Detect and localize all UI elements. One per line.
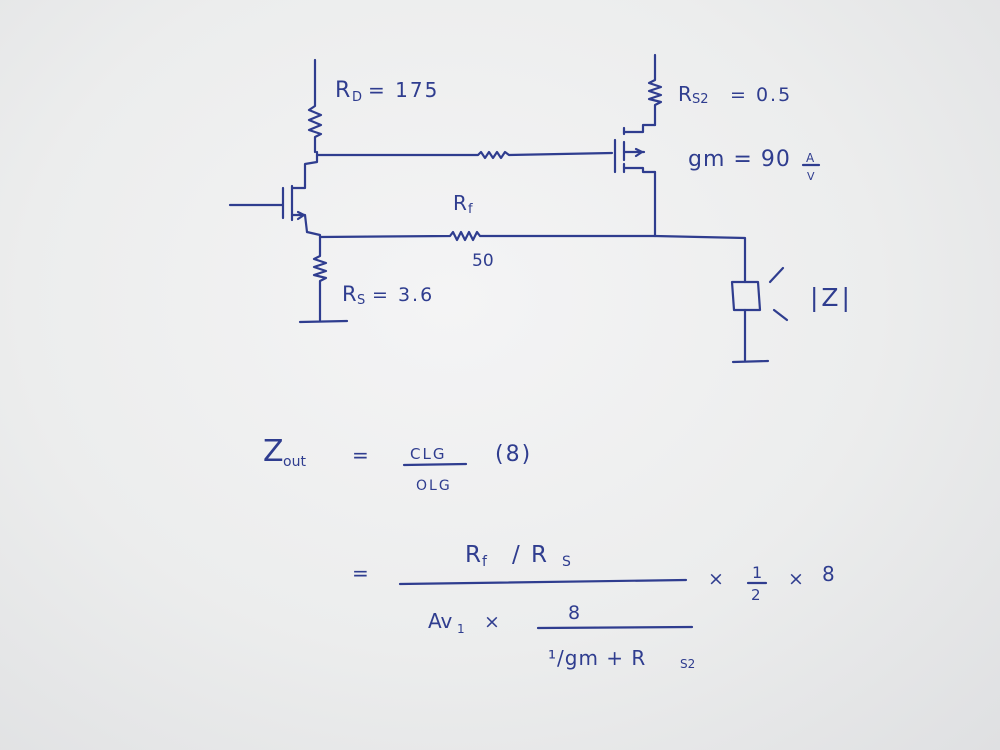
svg-text:2: 2: [751, 586, 761, 604]
svg-text:S: S: [562, 554, 571, 570]
svg-text:Av: Av: [428, 609, 453, 633]
svg-text:8: 8: [822, 562, 835, 586]
svg-text:R: R: [465, 542, 481, 568]
svg-text:V: V: [807, 170, 815, 183]
svg-text:CLG: CLG: [410, 445, 446, 463]
rf-label: R f 50: [453, 191, 494, 271]
svg-text:A: A: [806, 151, 815, 165]
svg-text:×: ×: [484, 611, 500, 633]
svg-text:1: 1: [457, 622, 465, 636]
svg-text:=: =: [352, 443, 369, 467]
svg-text:gm = 90: gm = 90: [688, 147, 791, 172]
svg-text:D: D: [352, 90, 362, 105]
svg-text:=: =: [352, 561, 369, 585]
svg-text:/ R: / R: [512, 542, 549, 568]
svg-text:R: R: [453, 191, 467, 215]
rs-label: R S = 3.6: [342, 282, 434, 308]
equation-zout: Z out = CLG OLG (8): [263, 434, 532, 494]
svg-text:(8): (8): [495, 442, 532, 467]
svg-text:8: 8: [568, 602, 580, 624]
source-node-wire: [305, 230, 322, 254]
svg-text:OLG: OLG: [416, 478, 452, 494]
rs-resistor: [298, 250, 349, 324]
svg-text:S2: S2: [692, 92, 709, 107]
rs2-label: R S2 = 0.5: [678, 82, 792, 107]
svg-text:×: ×: [788, 568, 804, 590]
svg-text:= 0.5: = 0.5: [730, 84, 792, 106]
svg-text:×: ×: [708, 568, 724, 590]
svg-text:¹/gm + R: ¹/gm + R: [548, 646, 646, 670]
svg-text:f: f: [468, 202, 473, 217]
svg-text:out: out: [283, 454, 306, 470]
speaker-impedance-label: |Z|: [810, 283, 853, 312]
rd-resistor: [307, 58, 323, 154]
svg-text:Z: Z: [263, 434, 284, 469]
svg-text:= 175: = 175: [368, 78, 439, 102]
speaker: [730, 266, 789, 364]
gate-link-resistor: [315, 150, 614, 160]
drain-node-wire: [303, 150, 319, 187]
svg-text:50: 50: [472, 251, 494, 271]
svg-text:1: 1: [752, 563, 762, 582]
gm-label: gm = 90 A V: [688, 147, 821, 183]
svg-text:= 3.6: = 3.6: [372, 284, 434, 306]
svg-text:f: f: [482, 554, 488, 570]
svg-text:R: R: [335, 78, 350, 103]
rd-label: R D = 175: [335, 78, 439, 105]
svg-text:S2: S2: [680, 657, 695, 671]
rf-resistor: [318, 230, 657, 242]
svg-text:R: R: [678, 82, 692, 106]
equation-expansion: = R f / R S Av 1 × 8 ¹/gm + R S2 × 1 2 ×…: [352, 542, 835, 671]
output-wire: [653, 234, 747, 284]
svg-text:R: R: [342, 282, 357, 306]
m1-transistor: [228, 183, 309, 234]
svg-text:S: S: [357, 293, 365, 308]
m2-transistor: [613, 123, 657, 174]
rs2-resistor: [647, 53, 663, 127]
